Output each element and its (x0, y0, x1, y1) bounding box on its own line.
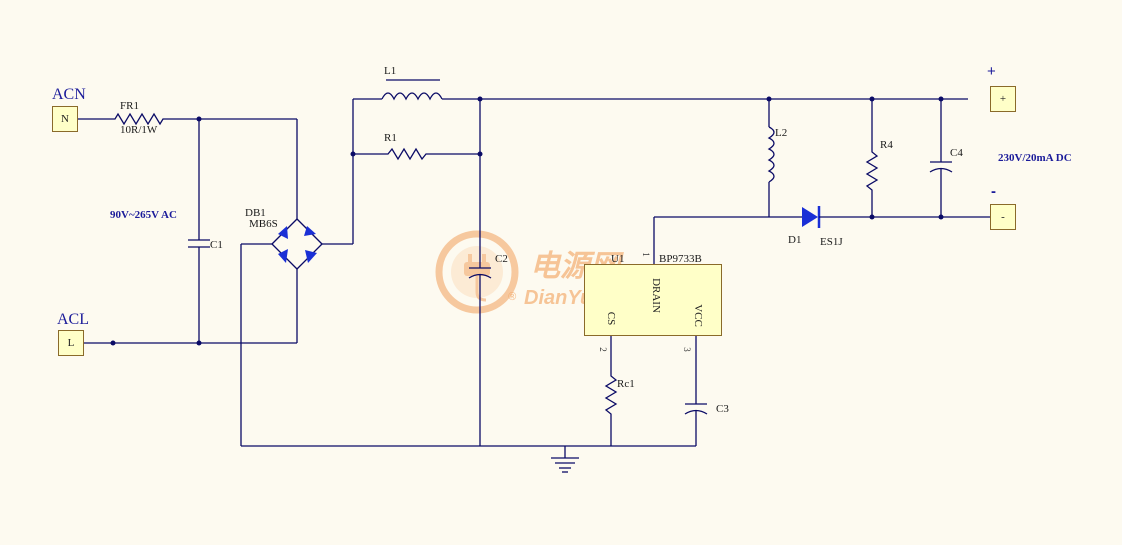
u1-ref: U1 (611, 253, 625, 265)
u1-ic-body (584, 264, 722, 336)
u1-pin-2-number: 2 (597, 347, 608, 352)
r1-resistor (380, 147, 432, 161)
output-rating-note: 230V/20mA DC (998, 152, 1072, 164)
u1-pin-1-number: 1 (640, 252, 651, 257)
fr1-value: 10R/1W (120, 124, 158, 136)
rc1-ref: Rc1 (617, 378, 635, 390)
acn-label: ACN (52, 86, 86, 103)
fr1-ref: FR1 (120, 100, 139, 112)
acl-label: ACL (57, 311, 89, 328)
output-minus-port: - (990, 204, 1016, 230)
l2-ref: L2 (775, 127, 788, 139)
r1-ref: R1 (384, 132, 397, 144)
c4-ref: C4 (950, 147, 963, 159)
ground-symbol (551, 457, 579, 473)
u1-pin-drain: DRAIN (649, 278, 662, 313)
d1-ref: D1 (788, 234, 802, 246)
u1-value: BP9733B (659, 253, 702, 265)
l2-inductor (767, 126, 775, 183)
u1-pin-cs: CS (605, 311, 618, 326)
rc1-resistor (604, 370, 618, 420)
c2-ref: C2 (495, 253, 508, 265)
db1-ref: DB1 (245, 207, 266, 219)
c3-ref: C3 (716, 403, 729, 415)
output-plus-sign: + (987, 63, 996, 80)
watermark-logo (435, 230, 519, 314)
u1-pin-vcc: VCC (691, 304, 704, 327)
r4-ref: R4 (880, 139, 893, 151)
acl-port: L (58, 330, 84, 356)
watermark-reg: ® (508, 291, 517, 303)
output-minus-sign: - (991, 183, 996, 200)
l1-inductor (381, 92, 443, 101)
l1-ref: L1 (384, 65, 397, 77)
d1-value: ES1J (820, 236, 843, 248)
fr1-resistor (108, 112, 168, 126)
acn-port: N (52, 106, 78, 132)
d1-diode (802, 206, 821, 228)
output-plus-port: + (990, 86, 1016, 112)
u1-pin-3-number: 3 (681, 347, 692, 352)
db1-bridge (271, 218, 323, 270)
db1-value: MB6S (249, 218, 278, 230)
c1-ref: C1 (210, 239, 223, 251)
r4-resistor (865, 147, 879, 194)
input-voltage-note: 90V~265V AC (110, 209, 177, 221)
